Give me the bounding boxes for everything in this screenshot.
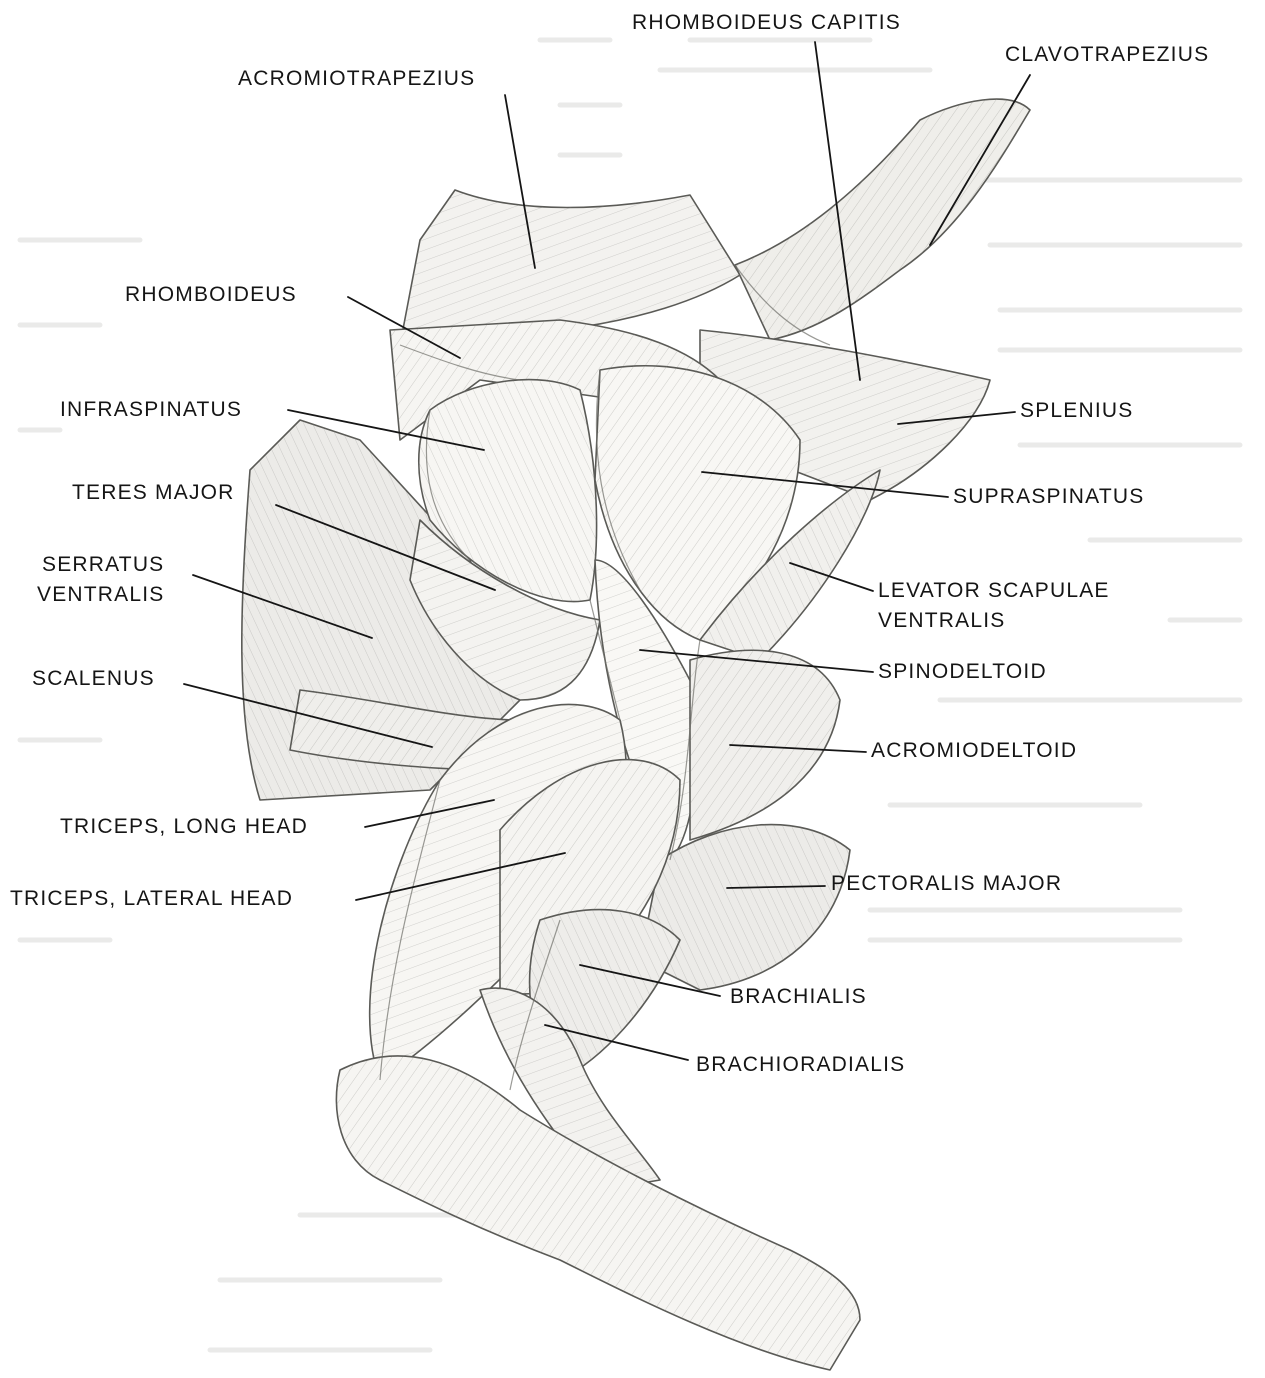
label-brachioradialis: BRACHIORADIALIS xyxy=(696,1050,905,1080)
label-supraspinatus: SUPRASPINATUS xyxy=(953,482,1144,512)
label-rhomboideus-capitis: RHOMBOIDEUS CAPITIS xyxy=(632,8,901,38)
label-serratus-ventralis: SERRATUS VENTRALIS xyxy=(42,550,165,610)
label-brachialis: BRACHIALIS xyxy=(730,982,867,1012)
label-teres-major: TERES MAJOR xyxy=(72,478,235,508)
label-levator-scapulae-ventralis: LEVATOR SCAPULAE VENTRALIS xyxy=(878,576,1110,636)
label-triceps-lateral-head: TRICEPS, LATERAL HEAD xyxy=(10,884,293,914)
label-clavotrapezius: CLAVOTRAPEZIUS xyxy=(1005,40,1209,70)
muscle-masses xyxy=(242,99,1030,1370)
label-splenius: SPLENIUS xyxy=(1020,396,1133,426)
label-spinodeltoid: SPINODELTOID xyxy=(878,657,1047,687)
label-pectoralis-major: PECTORALIS MAJOR xyxy=(831,869,1062,899)
label-rhomboideus: RHOMBOIDEUS xyxy=(125,280,297,310)
label-acromiodeltoid: ACROMIODELTOID xyxy=(871,736,1077,766)
label-triceps-long-head: TRICEPS, LONG HEAD xyxy=(60,812,308,842)
label-infraspinatus: INFRASPINATUS xyxy=(60,395,242,425)
label-scalenus: SCALENUS xyxy=(32,664,155,694)
label-acromiotrapezius: ACROMIOTRAPEZIUS xyxy=(238,64,475,94)
